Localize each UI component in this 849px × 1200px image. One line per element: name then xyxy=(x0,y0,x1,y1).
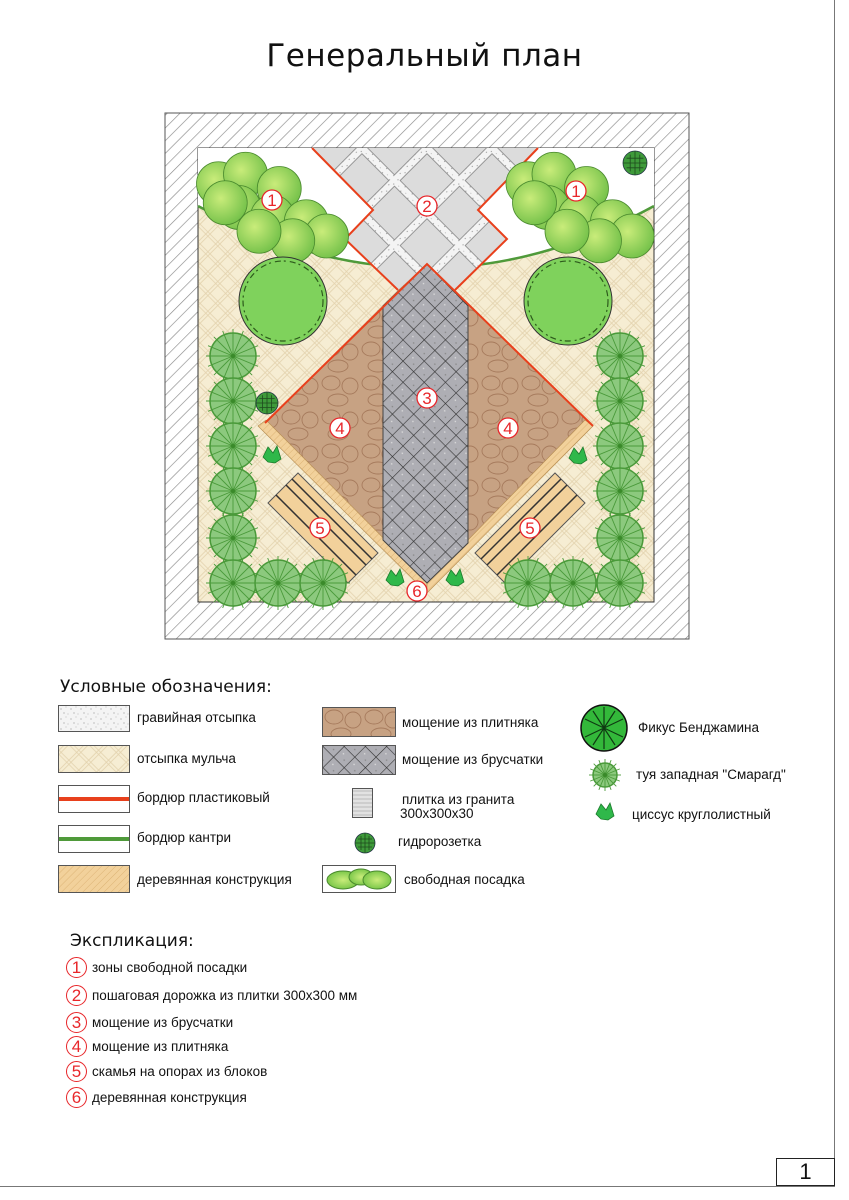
country-border-swatch xyxy=(58,825,130,853)
legend-label: деревянная конструкция xyxy=(137,872,292,887)
hydrant-icon xyxy=(255,391,279,415)
thuja-icon xyxy=(251,556,305,610)
cissus-icon xyxy=(568,445,588,465)
plan-marker-number: 5 xyxy=(315,519,324,538)
plan-marker-number: 6 xyxy=(412,582,421,601)
free-planting-right xyxy=(505,151,655,264)
thuja-icon xyxy=(589,759,621,791)
explication-number: 4 xyxy=(66,1036,87,1057)
legend-label: бордюр пластиковый xyxy=(137,790,270,805)
plan-marker: 1 xyxy=(261,189,283,211)
thuja-icon xyxy=(206,464,260,518)
legend-label: мощение из плитняка xyxy=(402,715,539,730)
plastic-border-swatch xyxy=(58,785,130,813)
legend-label: плитка из гранита xyxy=(402,792,515,807)
cobble-swatch xyxy=(322,745,396,775)
cissus-icon xyxy=(385,567,405,587)
page-frame-bottom xyxy=(0,1186,835,1187)
plan-marker-number: 2 xyxy=(422,197,431,216)
gravel-swatch xyxy=(58,705,130,732)
thuja-icon xyxy=(206,511,260,565)
ficus-icon xyxy=(238,256,328,346)
plan-marker-number: 4 xyxy=(503,419,512,438)
legend-label: мощение из брусчатки xyxy=(402,752,544,767)
legend-label: циссус круглолистный xyxy=(632,807,771,822)
cobble-paving xyxy=(382,263,469,584)
plan-marker: 3 xyxy=(416,387,438,409)
plan-marker-number: 1 xyxy=(571,182,580,201)
explication-label: мощение из брусчатки xyxy=(92,1015,234,1030)
legend-label: Фикус Бенджамина xyxy=(638,720,759,735)
free-planting-left xyxy=(196,151,349,264)
thuja-icon xyxy=(546,556,600,610)
explication-heading: Экспликация: xyxy=(70,931,194,951)
granite-tile-swatch xyxy=(352,788,373,818)
thuja-icon xyxy=(593,464,647,518)
plan-marker-number: 1 xyxy=(267,191,276,210)
legend-label: отсыпка мульча xyxy=(137,751,236,766)
wood-swatch xyxy=(58,865,130,893)
explication-label: пошаговая дорожка из плитки 300х300 мм xyxy=(92,988,358,1003)
explication-number: 3 xyxy=(66,1012,87,1033)
ficus-icon xyxy=(579,703,629,758)
explication-number: 2 xyxy=(66,985,87,1006)
explication-number: 1 xyxy=(66,957,87,978)
plan-marker-number: 4 xyxy=(335,419,344,438)
thuja-icon xyxy=(593,329,647,383)
legend-label: бордюр кантри xyxy=(137,830,232,845)
explication-label: деревянная конструкция xyxy=(92,1090,247,1105)
plan-marker: 4 xyxy=(329,417,351,439)
legend-label: гравийная отсыпка xyxy=(137,710,256,725)
legend-label-2: 300x300x30 xyxy=(400,806,474,821)
thuja-icon xyxy=(206,419,260,473)
thuja-icon xyxy=(296,556,350,610)
thuja-icon xyxy=(501,556,555,610)
stepping-path xyxy=(312,148,538,290)
free-planting-icon xyxy=(322,865,396,893)
explication-label: скамья на опорах из блоков xyxy=(92,1064,268,1079)
ficus-icon xyxy=(523,256,613,346)
page-title: Генеральный план xyxy=(266,38,583,74)
cissus-icon xyxy=(595,801,615,821)
hydrant-icon xyxy=(353,831,377,860)
cissus-icon xyxy=(262,444,282,464)
thuja-icon xyxy=(206,556,260,610)
legend-heading: Условные обозначения: xyxy=(60,677,272,697)
plan-marker: 2 xyxy=(416,195,438,217)
plan-marker: 6 xyxy=(406,580,428,602)
plan-marker-number: 3 xyxy=(422,389,431,408)
thuja-icon xyxy=(588,758,622,797)
plan-marker: 4 xyxy=(497,417,519,439)
page-frame-right xyxy=(834,0,835,1187)
cissus-icon xyxy=(445,567,465,587)
plastic-border xyxy=(264,262,594,427)
legend-label: свободная посадка xyxy=(404,872,525,887)
flagstone-swatch xyxy=(322,707,396,737)
cissus-icon xyxy=(593,800,617,829)
page-number: 1 xyxy=(776,1158,835,1186)
explication-label: мощение из плитняка xyxy=(92,1039,229,1054)
legend-label: гидророзетка xyxy=(398,834,482,849)
plan-marker: 5 xyxy=(519,517,541,539)
plastic-border xyxy=(311,147,399,291)
explication-label: зоны свободной посадки xyxy=(92,960,248,975)
mulch-swatch xyxy=(58,745,130,773)
thuja-icon xyxy=(593,511,647,565)
plan-marker: 1 xyxy=(565,180,587,202)
hydrant-icon xyxy=(354,832,376,854)
legend-label: туя западная "Смарагд" xyxy=(636,767,786,782)
hydrant-icon xyxy=(622,150,648,176)
explication-number: 5 xyxy=(66,1061,87,1082)
plan-marker: 5 xyxy=(309,517,331,539)
thuja-icon xyxy=(593,556,647,610)
site-plan: 1 1 2 3 4 4 5 5 6 xyxy=(164,112,690,640)
thuja-icon xyxy=(593,374,647,428)
plan-marker-number: 5 xyxy=(525,519,534,538)
explication-number: 6 xyxy=(66,1087,87,1108)
